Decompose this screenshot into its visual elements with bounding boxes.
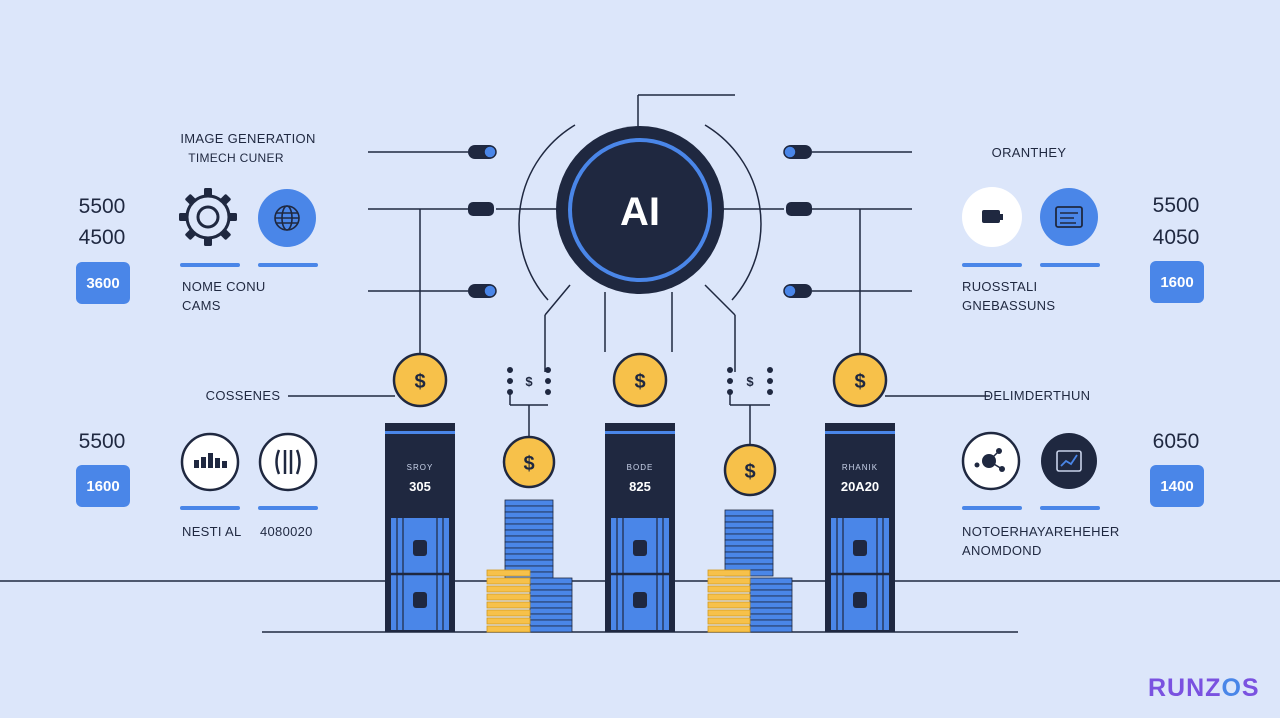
- server-3-value: 20A20: [841, 479, 879, 494]
- left-bottom-badge-value: 1600: [86, 478, 119, 495]
- right-bottom-caption-2: ANOMDOND: [962, 543, 1042, 558]
- dollar-coin-icon-3: $: [832, 352, 888, 408]
- right-bottom-number: 6050: [1153, 430, 1200, 453]
- server-2-chip-icon: [633, 540, 647, 608]
- card-icon: [962, 187, 1022, 247]
- right-top-number-1: 5500: [1153, 194, 1200, 217]
- coin-stack-left: [486, 499, 573, 633]
- right-top-number-2: 4050: [1153, 226, 1200, 249]
- ai-hub: AI: [556, 126, 724, 294]
- coin-stack-right: [707, 509, 793, 633]
- right-top-caption-2: GNEBASSUNS: [962, 298, 1055, 313]
- left-top-number-1: 5500: [79, 195, 126, 218]
- mini-dollar-node-right: $: [727, 367, 773, 395]
- gear-icon: [179, 188, 237, 246]
- ai-hub-label: AI: [620, 190, 660, 234]
- svg-text:$: $: [634, 371, 645, 393]
- right-bottom-title: DELIMDERTHUN: [984, 388, 1091, 403]
- plug-connectors: [468, 145, 812, 298]
- bar-chart-icon: [180, 432, 240, 492]
- svg-text:$: $: [414, 371, 425, 393]
- left-bottom-number: 5500: [79, 430, 126, 453]
- svg-text:$: $: [523, 453, 534, 475]
- svg-text:$: $: [854, 371, 865, 393]
- server-tower-2: BODE 825: [605, 423, 675, 632]
- server-1-chip-icon: [413, 540, 427, 608]
- connector-wires: [288, 94, 990, 446]
- mini-dollar-node-left: $: [507, 367, 551, 395]
- right-bottom-caption-1: NOTOERHAYAREHEHER: [962, 524, 1120, 539]
- left-top-subtitle: TIMECH CUNER: [188, 151, 284, 165]
- server-1-value: 305: [409, 479, 431, 494]
- right-top-badge-value: 1600: [1160, 274, 1193, 291]
- network-node-icon: [961, 431, 1021, 491]
- left-bottom-title: COSSENES: [206, 388, 281, 403]
- dollar-coin-icon-5: $: [723, 443, 777, 497]
- dashboard-icon: [1040, 188, 1098, 246]
- left-bottom-badge: [76, 465, 130, 507]
- server-2-value: 825: [629, 479, 651, 494]
- left-top-number-2: 4500: [79, 226, 126, 249]
- server-tower-3: RHANIK 20A20: [825, 423, 895, 632]
- left-top-badge: [76, 262, 130, 304]
- right-bottom-badge: [1150, 465, 1204, 507]
- globe-icon: [258, 189, 316, 247]
- svg-text:$: $: [525, 374, 533, 389]
- trend-chart-icon: [1041, 433, 1097, 489]
- server-3-chip-icon: [853, 540, 867, 608]
- right-top-caption-1: RUOSSTALI: [962, 279, 1037, 294]
- columns-icon: [258, 432, 318, 492]
- svg-text:$: $: [746, 374, 754, 389]
- server-2-header: BODE: [627, 463, 654, 472]
- right-top-title: ORANTHEY: [992, 145, 1067, 160]
- left-top-caption-2: CAMS: [182, 298, 221, 313]
- left-bottom-caption-right: 4080020: [260, 524, 313, 539]
- server-1-header: SROY: [407, 463, 434, 472]
- dollar-coin-icon-4: $: [502, 435, 556, 489]
- right-top-badge: [1150, 261, 1204, 303]
- server-3-header: RHANIK: [842, 463, 878, 472]
- left-top-caption-1: NOME CONU: [182, 279, 266, 294]
- left-top-title: IMAGE GENERATION: [180, 131, 315, 146]
- dollar-coin-icon-1: $: [392, 352, 448, 408]
- right-bottom-badge-value: 1400: [1160, 478, 1193, 495]
- dollar-coin-icon-2: $: [612, 352, 668, 408]
- svg-text:$: $: [744, 461, 755, 483]
- brand-logo: RUNZOS: [1148, 674, 1260, 702]
- left-top-badge-value: 3600: [86, 275, 119, 292]
- server-tower-1: SROY 305: [385, 423, 455, 632]
- left-bottom-caption-left: NESTI AL: [182, 524, 241, 539]
